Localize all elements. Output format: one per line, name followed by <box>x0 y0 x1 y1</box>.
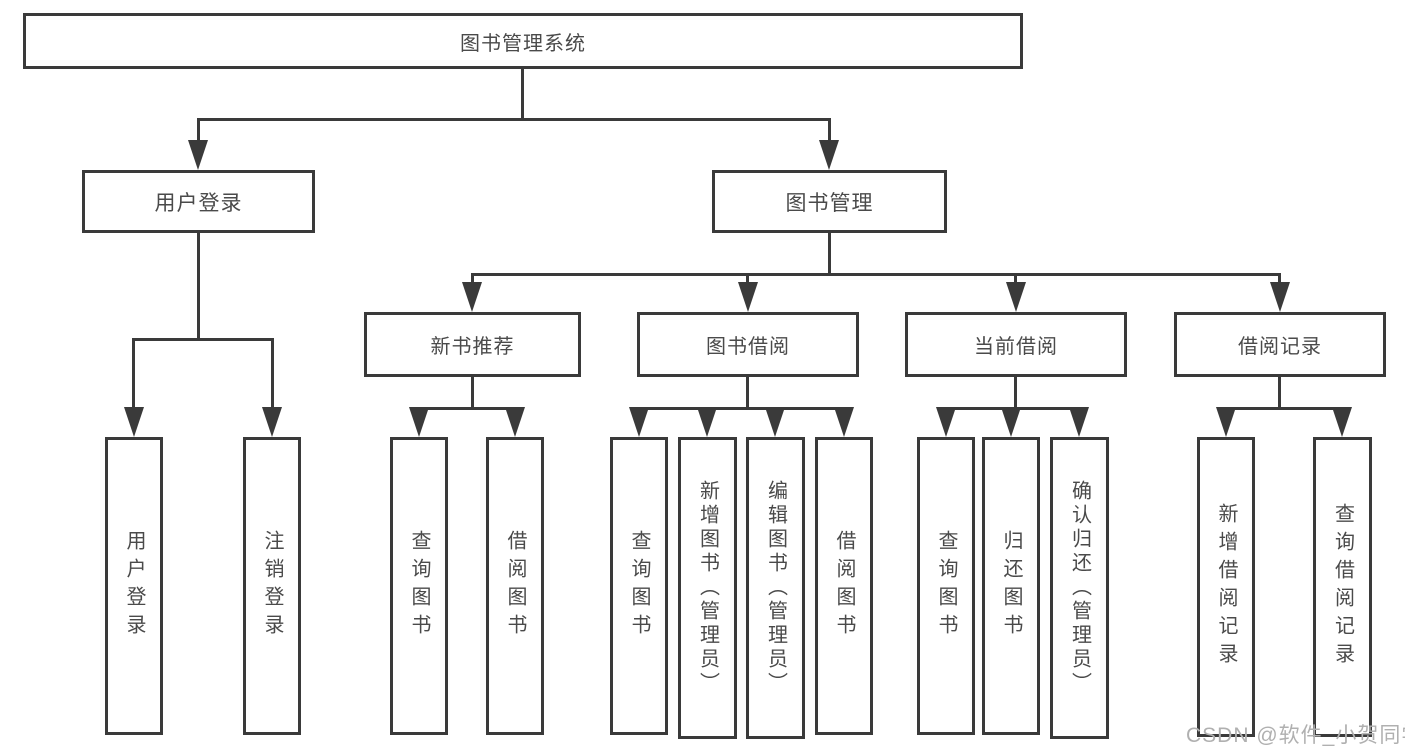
node-current-borrow: 当前借阅 <box>905 312 1127 377</box>
leaf-current-query-book: 查询图书 <box>917 437 975 735</box>
leaf-add-borrow-record: 新增借阅记录 <box>1197 437 1255 737</box>
connector-drop <box>271 338 274 410</box>
arrowhead-icon <box>819 140 839 170</box>
leaf-borrow-book: 借阅图书 <box>815 437 873 735</box>
connector-user-login-branch <box>133 338 274 341</box>
node-borrow-records: 借阅记录 <box>1174 312 1386 377</box>
leaf-edit-book-admin: 编辑图书（管理员） <box>746 437 805 739</box>
arrowhead-icon <box>1216 407 1236 437</box>
arrowhead-icon <box>629 407 649 437</box>
arrowhead-icon <box>834 407 854 437</box>
connector-drop <box>132 338 135 410</box>
arrowhead-icon <box>505 407 525 437</box>
connector-root-branch <box>197 118 831 121</box>
node-root: 图书管理系统 <box>23 13 1023 69</box>
connector-drop <box>828 118 831 144</box>
node-book-borrow: 图书借阅 <box>637 312 859 377</box>
connector-records-stem <box>1278 377 1281 407</box>
connector-user-login-stem <box>197 233 200 338</box>
leaf-borrow-query-book: 查询图书 <box>610 437 668 735</box>
connector-drop <box>746 273 749 285</box>
arrowhead-icon <box>262 407 282 437</box>
connector-records-branch <box>1224 407 1344 410</box>
connector-drop <box>197 118 200 144</box>
node-new-book-recommend: 新书推荐 <box>364 312 581 377</box>
connector-borrow-stem <box>746 377 749 407</box>
arrowhead-icon <box>1006 282 1026 312</box>
connector-book-mgmt-branch <box>471 273 1281 276</box>
connector-drop <box>1278 273 1281 285</box>
arrowhead-icon <box>462 282 482 312</box>
node-user-login: 用户登录 <box>82 170 315 233</box>
connector-borrow-branch <box>637 407 846 410</box>
connector-recommend-stem <box>471 377 474 407</box>
leaf-confirm-return-admin: 确认归还（管理员） <box>1050 437 1109 739</box>
csdn-watermark: CSDN @软件_小贺同学 <box>1186 724 1405 747</box>
arrowhead-icon <box>697 407 717 437</box>
arrowhead-icon <box>1332 407 1352 437</box>
node-book-management: 图书管理 <box>712 170 947 233</box>
arrowhead-icon <box>409 407 429 437</box>
connector-drop <box>1014 273 1017 285</box>
leaf-user-login: 用户登录 <box>105 437 163 735</box>
arrowhead-icon <box>1270 282 1290 312</box>
arrowhead-icon <box>188 140 208 170</box>
leaf-recommend-query-book: 查询图书 <box>390 437 448 735</box>
arrowhead-icon <box>1001 407 1021 437</box>
arrowhead-icon <box>936 407 956 437</box>
leaf-add-book-admin: 新增图书（管理员） <box>678 437 737 739</box>
arrowhead-icon <box>124 407 144 437</box>
leaf-recommend-borrow-book: 借阅图书 <box>486 437 544 735</box>
connector-current-stem <box>1014 377 1017 407</box>
arrowhead-icon <box>738 282 758 312</box>
leaf-logout: 注销登录 <box>243 437 301 735</box>
arrowhead-icon <box>765 407 785 437</box>
connector-drop <box>471 273 474 285</box>
connector-root-stem <box>521 69 524 118</box>
arrowhead-icon <box>1069 407 1089 437</box>
connector-recommend-branch <box>417 407 517 410</box>
connector-book-mgmt-stem <box>828 233 831 273</box>
leaf-return-book: 归还图书 <box>982 437 1040 735</box>
leaf-query-borrow-record: 查询借阅记录 <box>1313 437 1372 737</box>
